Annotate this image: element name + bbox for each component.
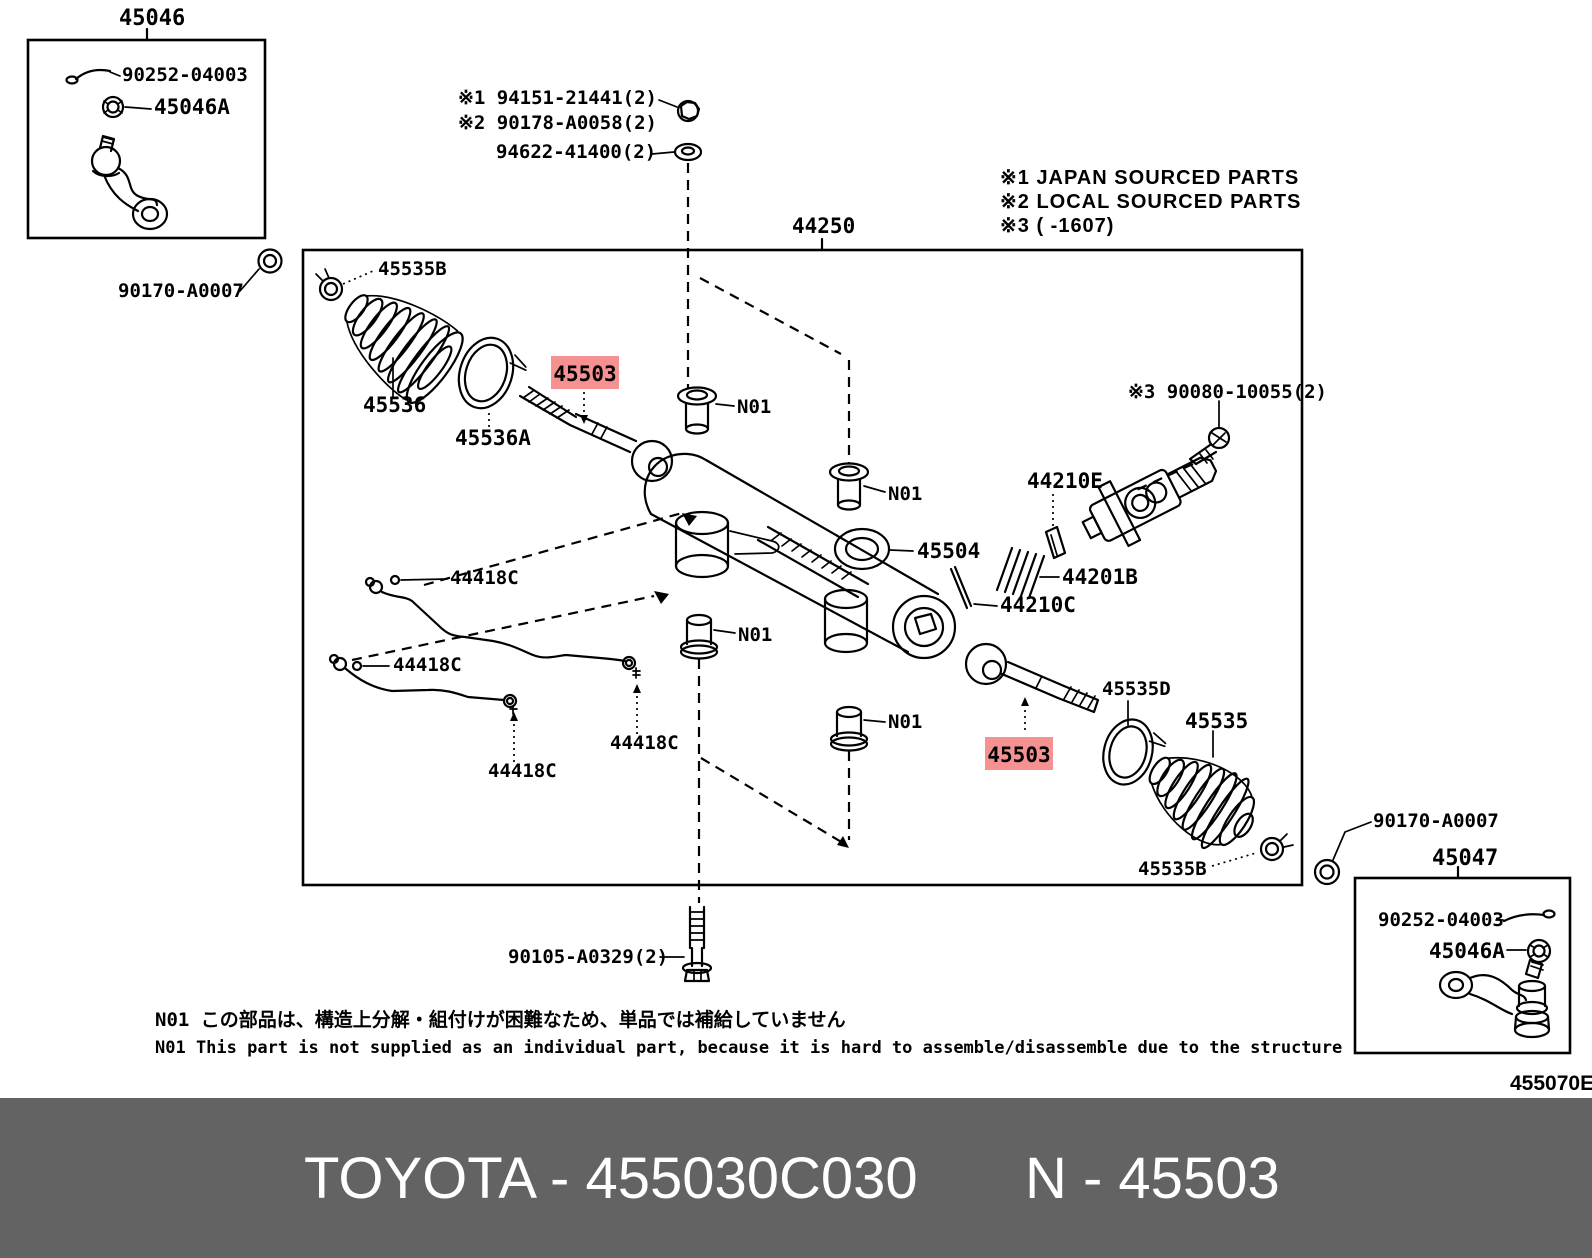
flange-nut-drawing-94151 bbox=[658, 99, 701, 123]
part-label-45536: 45536 bbox=[363, 393, 426, 417]
part-label-44418c-4: 44418C bbox=[610, 732, 679, 754]
inner-tie-rod-drawing-1 bbox=[518, 385, 674, 483]
part-label-44210e: 44210E bbox=[1027, 469, 1103, 493]
part-label-n01-2: N01 bbox=[888, 483, 922, 505]
part-label-90080-10055: ※3 90080-10055(2) bbox=[1128, 381, 1327, 403]
diagonal-dashed-line-bottom bbox=[700, 757, 844, 844]
doc-code: 455070E bbox=[1510, 1072, 1592, 1095]
highlight-layer: 45503 45503 bbox=[551, 356, 1053, 770]
footnote-japanese: N01 この部品は、構造上分解・組付けが困難なため、単品では補給していません bbox=[155, 1008, 846, 1031]
part-label-n01-4: N01 bbox=[888, 711, 922, 733]
part-label-90170-a0007: 90170-A0007 bbox=[118, 280, 244, 302]
spring-pin-drawing-44210e bbox=[1044, 494, 1067, 560]
part-label-44250: 44250 bbox=[792, 214, 855, 238]
steering-boot-drawing-45536 bbox=[344, 294, 464, 405]
main-assembly-box bbox=[301, 237, 1304, 887]
inset-box-45046 bbox=[26, 27, 267, 240]
part-label-45535b-top: 45535B bbox=[378, 258, 447, 280]
part-label-45046a-2: 45046A bbox=[1429, 939, 1505, 963]
arrowhead bbox=[633, 684, 641, 693]
lock-nut-drawing-left bbox=[239, 248, 283, 292]
control-valve-drawing bbox=[1081, 456, 1218, 548]
arrowhead bbox=[510, 712, 518, 721]
part-label-45535b-bottom: 45535B bbox=[1138, 858, 1207, 880]
pressure-tube-drawing-lower bbox=[328, 653, 518, 715]
leader-45504 bbox=[889, 549, 914, 552]
part-label-45535d: 45535D bbox=[1102, 678, 1171, 700]
pressure-tube-drawing-upper bbox=[364, 574, 641, 679]
banner-brand-part-number: TOYOTA - 455030C030 bbox=[304, 1146, 918, 1211]
part-label-44210c: 44210C bbox=[1000, 593, 1076, 617]
note-date-range: ※3 ( -1607) bbox=[1000, 215, 1114, 237]
part-label-45536a: 45536A bbox=[455, 426, 531, 450]
part-label-90105-a0329: 90105-A0329(2) bbox=[508, 946, 668, 968]
steering-boot-drawing-45535 bbox=[1148, 756, 1256, 850]
highlight-box-45503-2 bbox=[985, 737, 1053, 770]
highlight-box-45503-1 bbox=[551, 356, 619, 389]
diagonal-dashed-line-top bbox=[699, 277, 842, 355]
clamp-drawing-45535b-top bbox=[315, 268, 374, 302]
castle-nut-drawing-top bbox=[101, 95, 152, 119]
note-local-sourced: ※2 LOCAL SOURCED PARTS bbox=[1000, 191, 1301, 213]
part-label-45046a: 45046A bbox=[154, 95, 230, 119]
part-label-n01-3: N01 bbox=[738, 624, 772, 646]
cotter-pin-drawing-top bbox=[65, 68, 121, 85]
tie-rod-end-drawing-right bbox=[1438, 958, 1551, 1039]
mount-bolt-drawing-90105 bbox=[659, 905, 713, 983]
part-label-45047: 45047 bbox=[1432, 846, 1498, 871]
part-label-44418c-1: 44418C bbox=[450, 567, 519, 589]
inset-box-45047 bbox=[1353, 865, 1572, 1055]
part-label-90178-a0058: ※2 90178-A0058(2) bbox=[458, 112, 657, 134]
part-label-n01-1: N01 bbox=[737, 396, 771, 418]
arrowhead bbox=[837, 836, 849, 848]
screw-drawing-90080 bbox=[1188, 400, 1231, 466]
bushing-n01-4 bbox=[829, 705, 886, 752]
lock-nut-drawing-right bbox=[1313, 821, 1372, 886]
part-label-45046: 45046 bbox=[119, 6, 185, 31]
projection-dashed-1 bbox=[423, 511, 683, 587]
arrowhead bbox=[580, 415, 588, 424]
highlighted-part-label-45503-1: 45503 bbox=[553, 362, 616, 386]
part-label-94151-21441: ※1 94151-21441(2) bbox=[458, 87, 657, 109]
inner-tie-rod-drawing-2 bbox=[964, 642, 1100, 714]
clamp-drawing-45535d bbox=[1102, 718, 1167, 786]
part-label-90252-04003: 90252-04003 bbox=[122, 64, 248, 86]
part-label-90170-a0007-2: 90170-A0007 bbox=[1373, 810, 1499, 832]
needle-drawing-44210c bbox=[949, 565, 998, 610]
castle-nut-drawing-bottom bbox=[1506, 938, 1552, 964]
bushing-n01-3 bbox=[679, 613, 736, 660]
part-label-44418c-2: 44418C bbox=[393, 654, 462, 676]
part-label-45535: 45535 bbox=[1185, 709, 1248, 733]
spring-drawing-44201b bbox=[995, 546, 1060, 600]
banner-catalog-part-number: N - 45503 bbox=[1025, 1146, 1280, 1211]
cotter-pin-drawing-bottom bbox=[1495, 909, 1556, 923]
part-label-44418c-3: 44418C bbox=[488, 760, 557, 782]
clamp-drawing-45536a bbox=[457, 336, 527, 410]
clamp-drawing-45535b-bottom bbox=[1211, 833, 1294, 867]
projection-dashed-2 bbox=[351, 594, 655, 662]
arrowhead bbox=[1021, 697, 1029, 706]
bushing-n01-2 bbox=[828, 462, 886, 511]
part-label-44201b: 44201B bbox=[1062, 565, 1138, 589]
footnote-english: N01 This part is not supplied as an indi… bbox=[155, 1038, 1342, 1058]
tie-rod-end-drawing-left bbox=[90, 134, 169, 231]
part-label-45504: 45504 bbox=[917, 539, 980, 563]
part-label-94622-41400: 94622-41400(2) bbox=[496, 141, 656, 163]
note-japan-sourced: ※1 JAPAN SOURCED PARTS bbox=[1000, 167, 1299, 189]
part-number-banner: TOYOTA - 455030C030 N - 45503 bbox=[0, 1098, 1592, 1258]
steering-rack-housing-drawing bbox=[643, 452, 957, 660]
part-label-90252-04003-2: 90252-04003 bbox=[1378, 909, 1504, 931]
washer-drawing-94622 bbox=[651, 142, 703, 162]
highlighted-part-label-45503-2: 45503 bbox=[987, 743, 1050, 767]
bushing-n01-1 bbox=[676, 386, 735, 435]
label-layer: 45046 90252-04003 45046A 90170-A0007 ※1 9415… bbox=[118, 6, 1592, 1095]
